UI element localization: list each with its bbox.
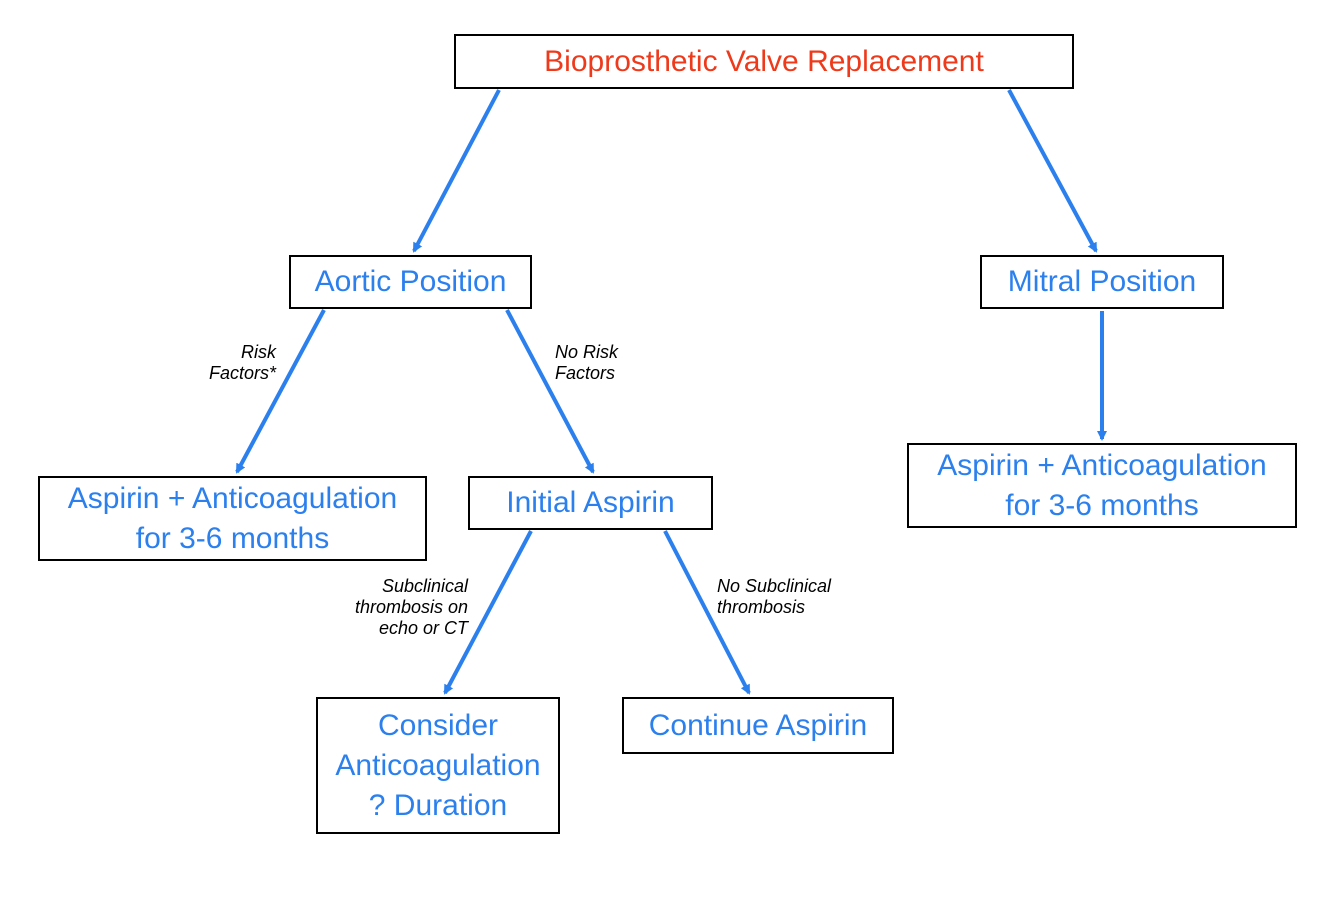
- node-aortic-position: Aortic Position: [289, 255, 532, 309]
- edge-label-subclinical-thrombosis: Subclinical thrombosis on echo or CT: [318, 576, 468, 639]
- edge-label-no-subclinical-thrombosis: No Subclinical thrombosis: [717, 576, 831, 618]
- node-line: Continue Aspirin: [648, 708, 868, 742]
- edge-label-line: Factors: [555, 363, 616, 383]
- arrow-root-to-mitral: [1007, 89, 1098, 253]
- node-line: Aortic Position: [314, 265, 507, 298]
- node-line: Bioprosthetic Valve Replacement: [544, 44, 984, 78]
- node-line: Aspirin + Anticoagulation: [67, 481, 398, 515]
- edge-label-line: No Risk: [555, 342, 619, 362]
- edge-label-no-risk-factors: No Risk Factors: [555, 342, 618, 384]
- node-line: Consider: [377, 708, 499, 742]
- edge-label-risk-factors: Risk Factors*: [176, 342, 276, 384]
- node-continue-aspirin: Continue Aspirin: [622, 697, 894, 754]
- edge-label-line: thrombosis: [717, 597, 806, 617]
- node-mitral-position: Mitral Position: [980, 255, 1224, 309]
- arrow-root-to-aortic: [412, 89, 501, 253]
- node-line: for 3-6 months: [1005, 488, 1199, 522]
- node-line: Aspirin + Anticoagulation: [937, 448, 1267, 482]
- node-aortic-aspirin-anticoagulation: Aspirin + Anticoagulation for 3-6 months: [38, 476, 427, 561]
- arrow-initial-aspirin-to-continue: [663, 530, 751, 695]
- edge-label-line: echo or CT: [378, 618, 468, 638]
- edge-label-line: thrombosis on: [354, 597, 468, 617]
- node-bioprosthetic-valve-replacement: Bioprosthetic Valve Replacement: [454, 34, 1074, 89]
- node-mitral-aspirin-anticoagulation: Aspirin + Anticoagulation for 3-6 months: [907, 443, 1297, 528]
- arrow-aortic-to-initial-aspirin: [505, 309, 595, 474]
- node-consider-anticoagulation: Consider Anticoagulation ? Duration: [316, 697, 560, 834]
- node-line: Mitral Position: [1007, 265, 1197, 298]
- node-line: Initial Aspirin: [506, 486, 675, 519]
- arrow-aortic-to-risk-result: [235, 309, 326, 474]
- edge-label-line: Factors*: [208, 363, 276, 383]
- node-line: for 3-6 months: [135, 521, 330, 555]
- edge-label-line: Risk: [241, 342, 276, 362]
- edge-label-line: No Subclinical: [717, 576, 832, 596]
- edge-label-line: Subclinical: [381, 576, 468, 596]
- arrow-initial-aspirin-to-consider: [443, 530, 533, 695]
- node-line: Anticoagulation: [335, 748, 541, 782]
- node-line: ? Duration: [368, 788, 508, 822]
- node-initial-aspirin: Initial Aspirin: [468, 476, 713, 530]
